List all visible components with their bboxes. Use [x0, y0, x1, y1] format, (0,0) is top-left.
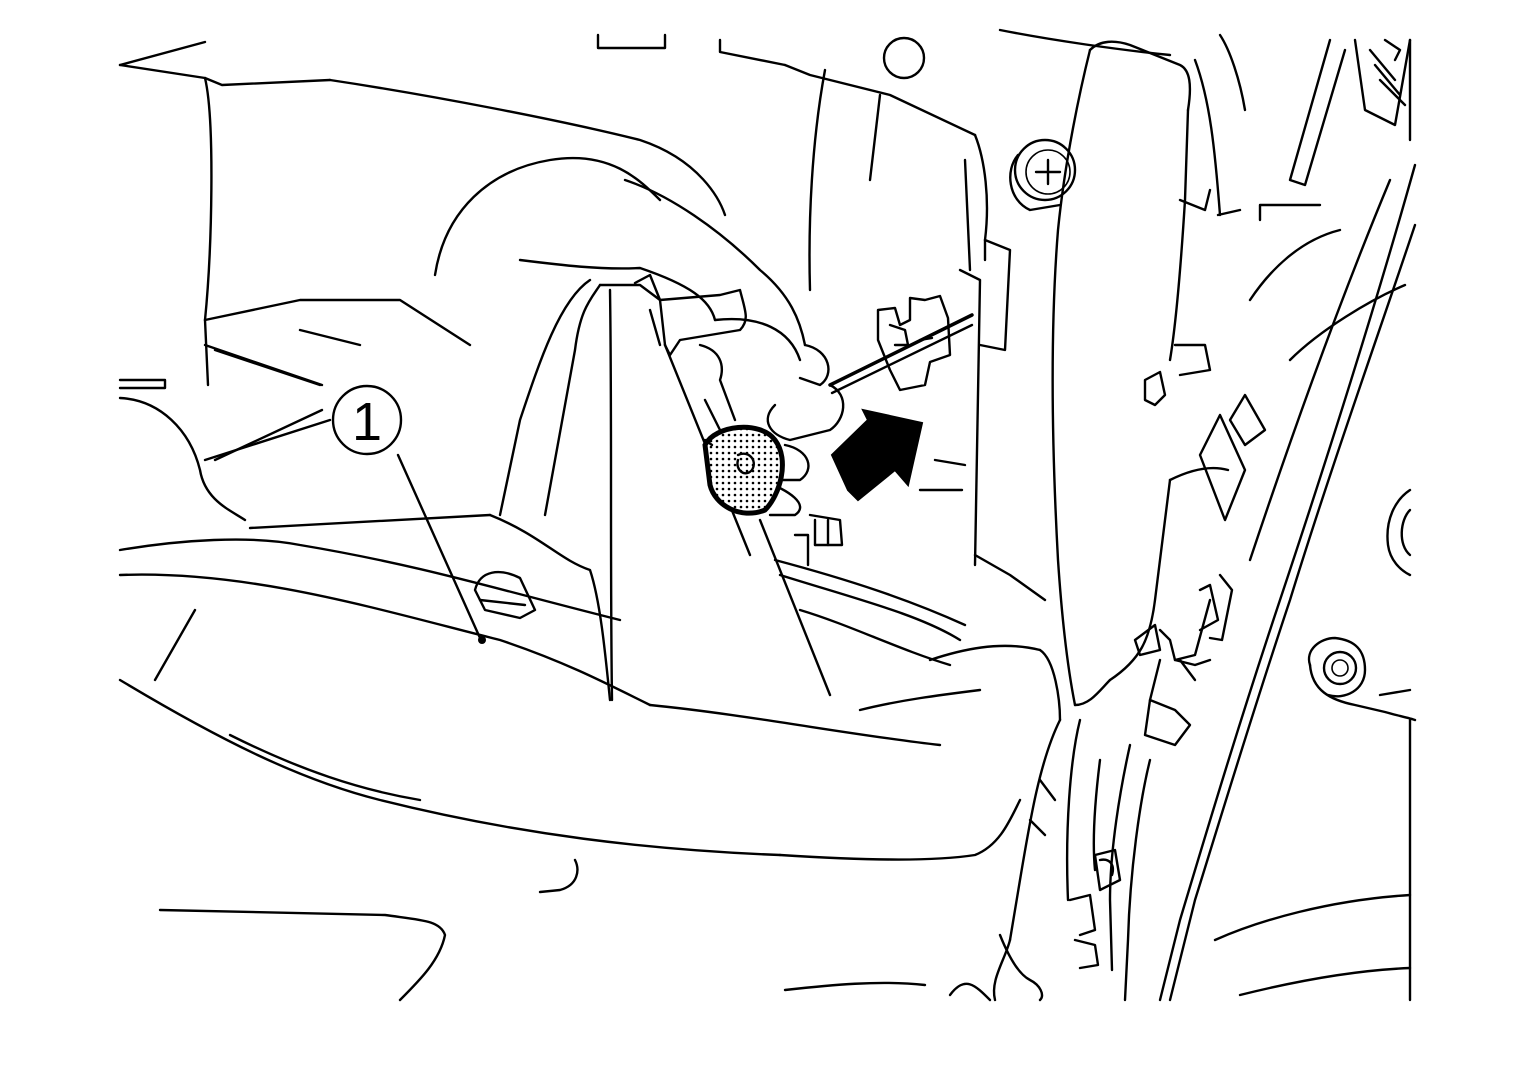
screw-icon: [1009, 138, 1077, 212]
guide-rail: [773, 513, 1042, 712]
callout-circle: [331, 384, 403, 456]
panel-clip: [473, 570, 537, 644]
mounting-hole: [882, 36, 926, 80]
retaining-clip: [876, 294, 952, 392]
dash-panel-upper: [118, 40, 727, 522]
push-direction-arrow-icon: [830, 408, 924, 502]
floor-area: [158, 718, 1412, 1002]
lower-pillar: [948, 573, 1234, 1002]
upper-right-frame: [596, 28, 1172, 602]
callout-label: 1: [352, 392, 382, 452]
side-trim-panel: [1051, 40, 1242, 707]
hand: [433, 156, 845, 517]
door-frame: [1158, 33, 1417, 1002]
callout-1: 1: [203, 343, 482, 640]
lower-trim-panel: [118, 298, 1022, 861]
harness-connector: [633, 273, 747, 432]
nut-icon: [1307, 636, 1417, 722]
harness-connector-icon: [702, 424, 785, 516]
